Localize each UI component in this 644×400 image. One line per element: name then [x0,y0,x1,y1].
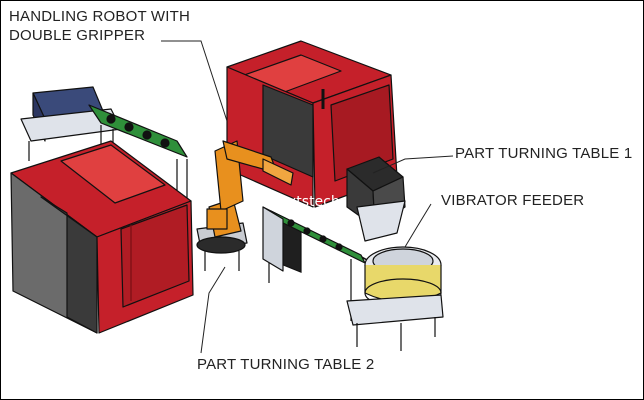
handling-robot [196,140,294,271]
handling-robot-label: HANDLING ROBOT WITH [9,8,191,25]
vibrator-feeder [346,246,444,351]
center-conveyor [262,206,374,321]
cnc-machine-left [10,140,194,334]
part-turning-table-1-label: PART TURNING TABLE 1 [455,145,633,162]
parts-bin-station [20,86,122,161]
watermark: xtstech [288,194,340,210]
vibrator-feeder-label: VIBRATOR FEEDER [441,192,585,209]
handling-robot-label-line2: DOUBLE GRIPPER [9,27,146,44]
part-turning-table-2-label: PART TURNING TABLE 2 [197,356,375,373]
leader-lines [161,40,454,354]
back-conveyor [88,104,188,201]
